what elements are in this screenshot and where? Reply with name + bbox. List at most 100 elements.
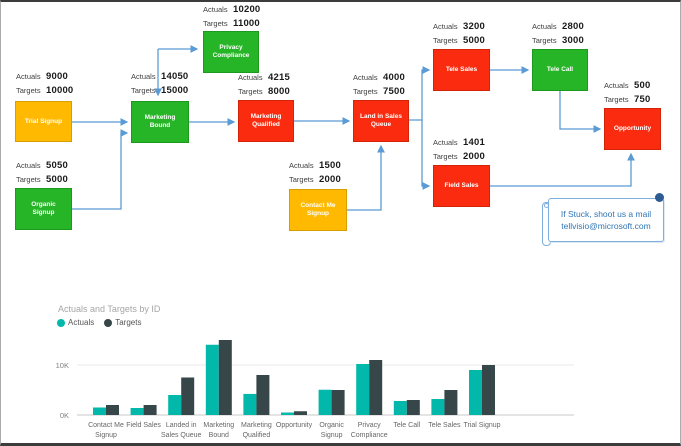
legend-dot-icon — [104, 318, 113, 327]
flow-node-label: Organic Signup — [31, 201, 56, 216]
targets-value: 5000 — [46, 174, 68, 185]
bar-targets-opportunity[interactable] — [294, 411, 307, 415]
bar-actuals-opportunity[interactable] — [281, 412, 294, 416]
x-label-organic-signup: Organic — [319, 422, 344, 429]
x-label-tele-call: Tele Call — [393, 422, 420, 429]
bar-actuals-landed-in-sales-queue[interactable] — [168, 395, 182, 415]
legend-item-actuals[interactable]: Actuals — [57, 318, 94, 327]
x-label-field-sales: Field Sales — [126, 422, 161, 429]
targets-value: 8000 — [268, 86, 290, 97]
flow-node-contact-me-signup[interactable]: Contact Me Signup — [289, 189, 347, 231]
bar-actuals-tele-call[interactable] — [393, 401, 407, 415]
flow-node-opportunity[interactable]: Opportunity — [604, 108, 661, 150]
actuals-label: Actuals — [532, 22, 557, 31]
flow-node-label: Opportunity — [613, 125, 652, 132]
bar-actuals-field-sales[interactable] — [130, 407, 144, 415]
targets-value: 11000 — [233, 18, 260, 29]
bar-actuals-privacy-compliance[interactable] — [356, 364, 370, 415]
actuals-label: Actuals — [433, 138, 458, 147]
flow-node-label: Privacy Compliance — [212, 44, 250, 59]
note-body: If Stuck, shoot us a mail tellvisio@micr… — [548, 198, 664, 242]
flow-node-organic-signup[interactable]: Organic Signup — [15, 188, 72, 230]
flow-node-label: Tele Call — [546, 66, 574, 73]
connector-contact-me-signup-to-land-in-sales-queue — [347, 144, 385, 211]
bar-targets-privacy-compliance[interactable] — [369, 360, 383, 415]
bar-targets-landed-in-sales-queue[interactable] — [181, 377, 195, 416]
flow-diagram-visual: If Stuck, shoot us a mail tellvisio@micr… — [1, 2, 680, 292]
flow-node-privacy-compliance[interactable]: Privacy Compliance — [203, 31, 259, 73]
connector-land-in-sales-queue-to-tele-sales — [409, 66, 431, 121]
y-tick-10K: 10K — [56, 361, 69, 370]
targets-label: Targets — [433, 152, 458, 161]
x-label-landed-in-sales-queue: Landed in — [166, 422, 197, 429]
connector-land-in-sales-queue-to-field-sales — [421, 120, 431, 190]
bar-targets-field-sales[interactable] — [143, 405, 157, 415]
y-tick-0K: 0K — [60, 411, 69, 420]
legend-label: Actuals — [68, 318, 95, 327]
flow-node-trial-signup[interactable]: Trial Signup — [15, 101, 72, 142]
targets-value: 5000 — [463, 35, 485, 46]
bar-actuals-marketing-bound[interactable] — [205, 344, 219, 415]
x-label-contact-me-signup: Contact Me — [88, 422, 124, 429]
flow-node-tele-sales[interactable]: Tele Sales — [433, 49, 490, 91]
bar-targets-marketing-qualified[interactable] — [256, 375, 270, 415]
flow-node-tele-call[interactable]: Tele Call — [532, 49, 588, 91]
flow-node-label: Marketing Bound — [144, 114, 176, 129]
targets-value: 2000 — [463, 151, 485, 162]
actuals-label: Actuals — [289, 161, 314, 170]
actuals-label: Actuals — [16, 161, 41, 170]
legend-item-targets[interactable]: Targets — [104, 318, 141, 327]
bar-targets-tele-call[interactable] — [406, 400, 420, 415]
actuals-label: Actuals — [353, 73, 378, 82]
bar-targets-marketing-bound[interactable] — [218, 340, 232, 415]
actuals-value: 9000 — [46, 71, 68, 82]
x-label-marketing-qualified: Marketing — [241, 422, 272, 429]
actuals-label: Actuals — [131, 72, 156, 81]
x-label-privacy-compliance: Privacy — [358, 422, 381, 429]
x-label-marketing-bound: Marketing — [203, 422, 234, 429]
actuals-label: Actuals — [604, 81, 629, 90]
bar-actuals-contact-me-signup[interactable] — [93, 407, 106, 416]
bar-targets-trial-signup[interactable] — [482, 365, 495, 415]
targets-value: 7500 — [383, 86, 405, 97]
x-label-marketing-bound: Bound — [209, 432, 229, 439]
note-scroll[interactable]: If Stuck, shoot us a mail tellvisio@micr… — [542, 193, 666, 248]
bar-actuals-tele-sales[interactable] — [431, 399, 445, 415]
flow-node-marketing-bound[interactable]: Marketing Bound — [131, 101, 189, 143]
targets-label: Targets — [16, 86, 41, 95]
chart-title: Actuals and Targets by ID — [58, 304, 161, 314]
flow-node-label: Tele Sales — [445, 66, 478, 73]
bar-targets-contact-me-signup[interactable] — [106, 405, 119, 415]
bar-actuals-trial-signup[interactable] — [469, 370, 482, 415]
bar-targets-tele-sales[interactable] — [444, 390, 458, 415]
targets-label: Targets — [353, 87, 378, 96]
actuals-label: Actuals — [16, 72, 41, 81]
bar-chart-visual: 0K 10K Contact Me Signup Field Sales Landed i… — [1, 292, 680, 443]
x-label-organic-signup: Signup — [321, 432, 343, 439]
bar-targets-organic-signup[interactable] — [331, 390, 345, 415]
x-label-landed-in-sales-queue: Sales Queue — [161, 432, 202, 439]
flow-node-marketing-qualified[interactable]: Marketing Qualified — [238, 100, 294, 142]
legend-dot-icon — [57, 318, 65, 327]
connector-field-sales-to-opportunity — [490, 152, 635, 187]
flow-node-land-in-sales-queue[interactable]: Land in Sales Queue — [353, 100, 409, 142]
flow-node-label: Field Sales — [444, 182, 479, 189]
bar-actuals-organic-signup[interactable] — [318, 389, 332, 415]
flow-node-field-sales[interactable]: Field Sales — [433, 165, 490, 207]
note-line-2: tellvisio@microsoft.com — [561, 221, 651, 231]
bar-actuals-marketing-qualified[interactable] — [243, 393, 257, 415]
x-label-privacy-compliance: Compliance — [351, 432, 388, 439]
